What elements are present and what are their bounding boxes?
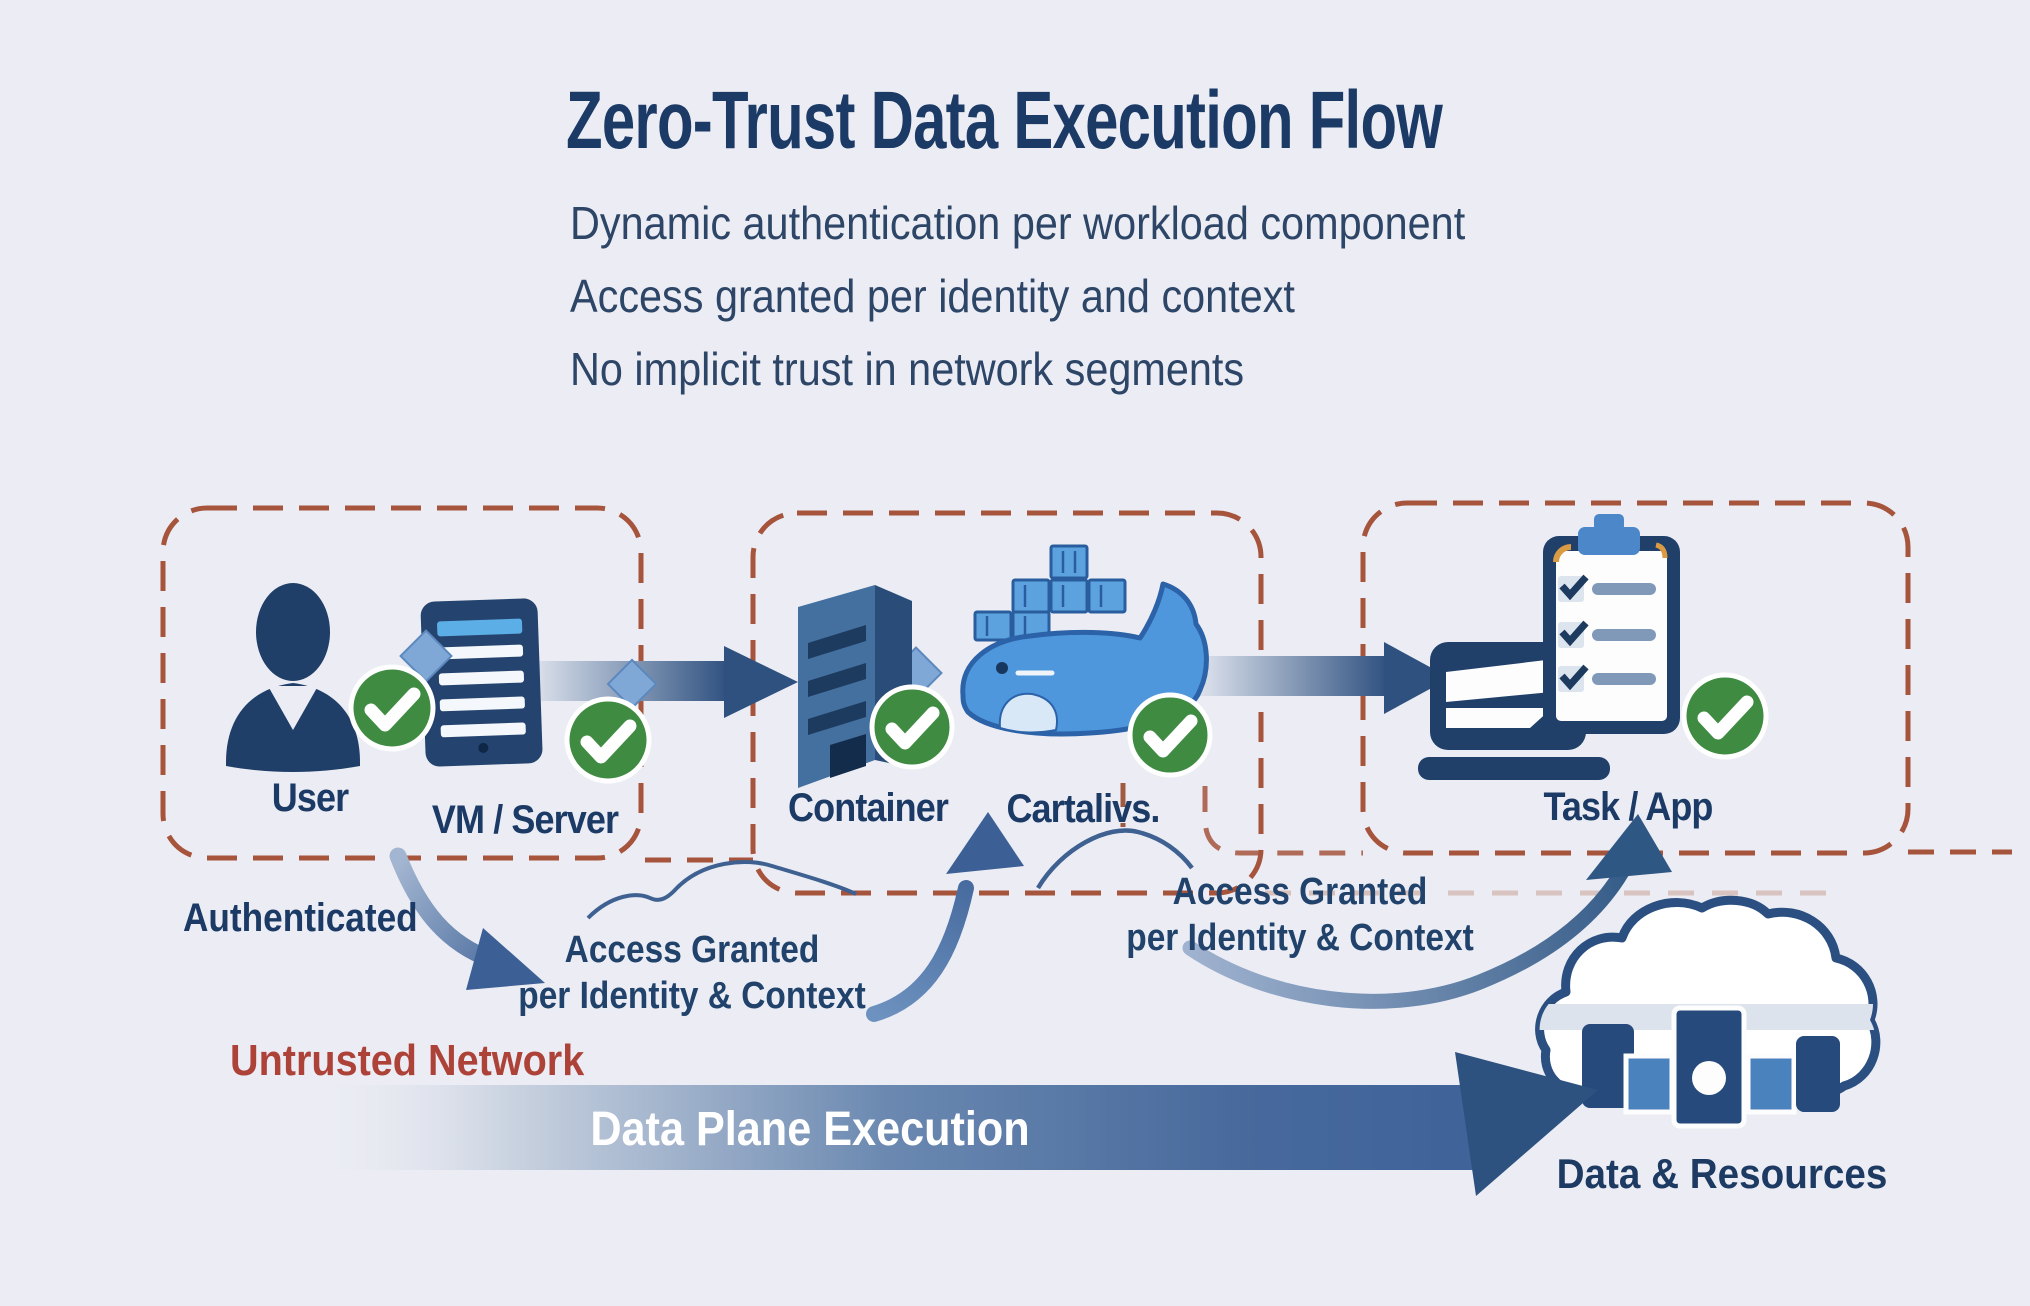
container-label: Container <box>788 786 949 830</box>
data-plane-banner-label: Data Plane Execution <box>590 1103 1030 1156</box>
task-app-label: Task / App <box>1543 785 1713 829</box>
user-label: User <box>271 776 349 820</box>
cartalivs-label: Cartalivs. <box>1006 787 1160 831</box>
page-title: Zero-Trust Data Execution Flow <box>566 75 1443 166</box>
clipboard-icon <box>1543 514 1680 734</box>
check-icon-server <box>564 696 652 784</box>
curved-arrow-container <box>866 812 1024 1022</box>
access-granted-right-line1: Access Granted <box>1172 871 1428 913</box>
access-granted-left: Access Granted per Identity & Context <box>516 928 868 1019</box>
vm-server-label: VM / Server <box>431 798 619 842</box>
access-granted-left-line1: Access Granted <box>564 929 820 971</box>
user-icon <box>226 583 360 772</box>
curved-arrow-authenticated <box>389 847 545 990</box>
server-icon <box>420 598 543 767</box>
curved-arrow-task <box>1182 814 1672 1009</box>
access-granted-right: Access Granted per Identity & Context <box>1124 870 1476 961</box>
dashed-corner <box>1202 786 1363 856</box>
access-granted-left-line2: per Identity & Context <box>518 974 866 1017</box>
check-icon-docker <box>1127 692 1213 778</box>
data-resources-label: Data & Resources <box>1556 1150 1888 1197</box>
data-boxes-icon <box>1582 1005 1840 1129</box>
access-granted-right-line2: per Identity & Context <box>1126 916 1474 959</box>
squiggle-line <box>586 860 857 920</box>
check-icon-user <box>348 664 436 752</box>
arc-line <box>1036 828 1194 890</box>
data-plane-arrow <box>300 1052 1598 1196</box>
subtitle-line-1: Dynamic authentication per workload comp… <box>570 197 1466 249</box>
subtitle-line-2: Access granted per identity and context <box>570 270 1295 322</box>
docker-whale-icon <box>960 544 1209 737</box>
check-icon-container <box>869 684 955 770</box>
authenticated-label: Authenticated <box>183 896 418 940</box>
cloud-icon <box>1535 895 1881 1129</box>
subtitle-line-3: No implicit trust in network segments <box>570 343 1245 395</box>
check-icon-task <box>1681 672 1769 760</box>
untrusted-network-label: Untrusted Network <box>230 1036 585 1085</box>
